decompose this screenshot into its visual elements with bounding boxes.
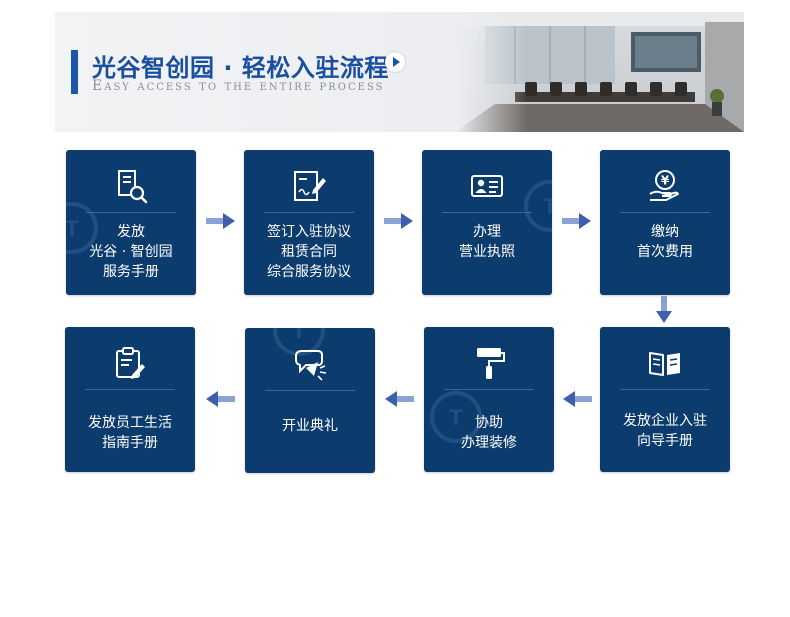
card-divider (86, 212, 176, 213)
banner-subtitle: Easy access to the entire process (92, 78, 385, 94)
sign-contract-icon (294, 171, 326, 201)
office-meeting-room-photo (455, 12, 744, 132)
step-4-label: 缴纳 首次费用 (637, 224, 693, 260)
watermark-logo-icon: T (273, 328, 325, 356)
card-divider (442, 212, 532, 213)
open-book-icon (649, 352, 680, 376)
svg-text:T: T (292, 328, 306, 343)
step-6-card: T 协助 办理装修 (424, 327, 554, 472)
step-7-card: T 开业典礼 (245, 328, 375, 473)
svg-text:¥: ¥ (661, 174, 670, 188)
card-divider (444, 389, 534, 390)
banner-title: 光谷智创园 · 轻松入驻流程 (92, 54, 389, 82)
svg-text:T: T (66, 216, 79, 241)
step-3-card: T 办理 营业执照 (422, 150, 552, 295)
step-7-label: 开业典礼 (282, 418, 338, 434)
handbook-search-icon (118, 170, 148, 204)
step-4-card: ¥ 缴纳 首次费用 (600, 150, 730, 295)
svg-text:T: T (543, 194, 552, 219)
svg-text:T: T (449, 405, 463, 430)
card-divider (265, 390, 355, 391)
step-6-label: 协助 办理装修 (461, 415, 517, 451)
card-divider (264, 212, 354, 213)
arrow-left-icon (206, 391, 235, 407)
arrow-right-icon (206, 213, 235, 229)
watermark-logo-icon: T (430, 391, 482, 443)
party-popper-icon (295, 350, 327, 381)
card-divider (620, 212, 710, 213)
step-2-label: 签订入驻协议 租赁合同 综合服务协议 (267, 224, 351, 280)
step-8-card: 发放员工生活 指南手册 (65, 327, 195, 472)
arrow-right-icon (562, 213, 591, 229)
watermark-logo-icon: T (66, 202, 98, 254)
step-1-label: 发放 光谷 · 智创园 服务手册 (89, 224, 173, 280)
step-8-label: 发放员工生活 指南手册 (88, 415, 172, 451)
arrow-down-icon (656, 296, 672, 323)
arrow-left-icon (563, 391, 592, 407)
step-1-card: T 发放 光谷 · 智创园 服务手册 (66, 150, 196, 295)
paint-roller-icon (477, 348, 505, 379)
play-icon (385, 52, 405, 72)
step-2-card: 签订入驻协议 租赁合同 综合服务协议 (244, 150, 374, 295)
header-banner: 光谷智创园 · 轻松入驻流程 Easy access to the entire… (55, 12, 744, 132)
yuan-hand-icon: ¥ (649, 170, 679, 201)
arrow-left-icon (385, 391, 414, 407)
step-5-card: 发放企业入驻 向导手册 (600, 327, 730, 472)
step-3-label: 办理 营业执照 (459, 224, 515, 260)
arrow-right-icon (384, 213, 413, 229)
clipboard-edit-icon (116, 347, 145, 379)
step-5-label: 发放企业入驻 向导手册 (623, 413, 707, 449)
id-card-icon (471, 175, 503, 197)
title-accent-bar (71, 50, 78, 94)
card-divider (85, 389, 175, 390)
card-divider (620, 389, 710, 390)
watermark-logo-icon: T (524, 180, 552, 232)
